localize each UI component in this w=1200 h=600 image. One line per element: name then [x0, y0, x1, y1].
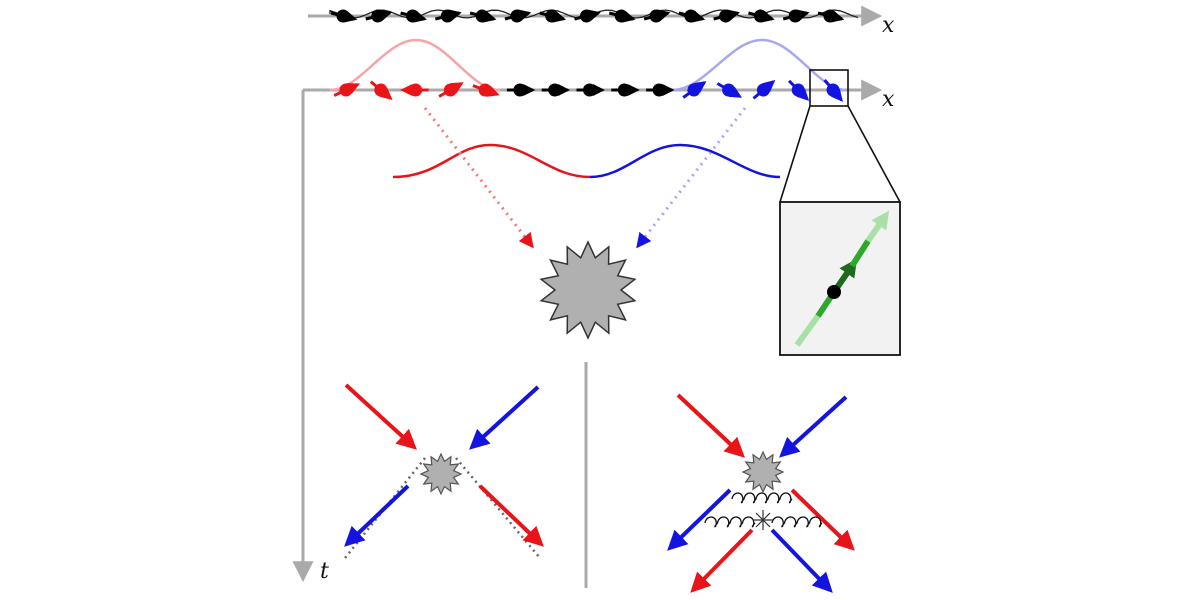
spin-zoom-inset [779, 105, 901, 356]
lattice-site [608, 9, 636, 23]
top-chain-sites [329, 9, 859, 23]
t-axis-label: t [320, 559, 329, 584]
lattice-site [365, 9, 393, 23]
lattice-site [506, 83, 536, 97]
lattice-site [369, 80, 393, 100]
elastic-scattering-panel [344, 383, 544, 559]
left-wave [392, 143, 591, 179]
top-chain: x [308, 5, 895, 38]
lattice-site [713, 9, 740, 23]
lattice-row: t x [292, 38, 895, 584]
lattice-site [539, 9, 567, 23]
left-dotted-arrow [423, 107, 534, 249]
lattice-site [823, 79, 843, 102]
lattice-site [541, 83, 571, 97]
lattice-site [400, 83, 429, 97]
star-burst-icon [741, 450, 785, 494]
right-wave [589, 143, 781, 179]
right-dotted-arrow [636, 107, 747, 249]
lattice-site [434, 9, 462, 23]
lattice-site [817, 9, 845, 23]
outgoing-blue-arrow [344, 484, 410, 547]
outgoing-blue-arrow-lower [770, 528, 833, 593]
top-x-axis-label: x [882, 13, 895, 38]
lattice-site [472, 83, 500, 97]
lattice-sites [333, 79, 843, 102]
lattice-site [752, 80, 776, 100]
lattice-site [576, 83, 605, 97]
lattice-site [400, 9, 427, 23]
lattice-site [682, 81, 707, 99]
lattice-site [469, 9, 497, 23]
incoming-red-arrow [344, 383, 417, 450]
spin-arrow-icon [794, 210, 890, 347]
lattice-site [716, 82, 742, 98]
lattice-site [574, 9, 601, 23]
incoming-red-arrow [676, 393, 745, 458]
outgoing-red-arrow-upper [790, 488, 855, 551]
lattice-site [330, 9, 358, 23]
gluon-line [731, 492, 793, 504]
lattice-site [438, 82, 464, 98]
zoom-box [809, 69, 849, 107]
inelastic-scattering-panel [667, 393, 855, 593]
lattice-site [646, 83, 675, 97]
lattice-site [504, 9, 532, 23]
ghost-line-right [455, 457, 541, 559]
zoom-line-right [847, 105, 901, 203]
lattice-site [787, 79, 810, 101]
lattice-site [748, 9, 775, 23]
star-burst-icon [419, 452, 463, 496]
incoming-blue-arrow [779, 395, 848, 458]
outgoing-red-arrow [478, 484, 544, 547]
lattice-site [643, 9, 671, 23]
lattice-site [678, 9, 706, 23]
gluon-line [771, 516, 823, 528]
small-burst [753, 510, 773, 530]
incoming-blue-arrow [469, 385, 540, 450]
left-wavepacket-envelope [329, 38, 501, 92]
gluon-line [704, 516, 756, 528]
star-burst-icon [539, 240, 637, 340]
right-wavepacket-envelope [671, 38, 847, 92]
zoom-line-left [779, 105, 811, 203]
lattice-site [611, 83, 640, 97]
gluon-lines [704, 492, 823, 528]
outgoing-red-arrow-lower [690, 528, 754, 593]
lattice-x-axis-label: x [882, 87, 895, 112]
lattice-site [782, 9, 810, 23]
lattice-site [333, 83, 360, 97]
outgoing-blue-arrow-upper [667, 488, 732, 551]
